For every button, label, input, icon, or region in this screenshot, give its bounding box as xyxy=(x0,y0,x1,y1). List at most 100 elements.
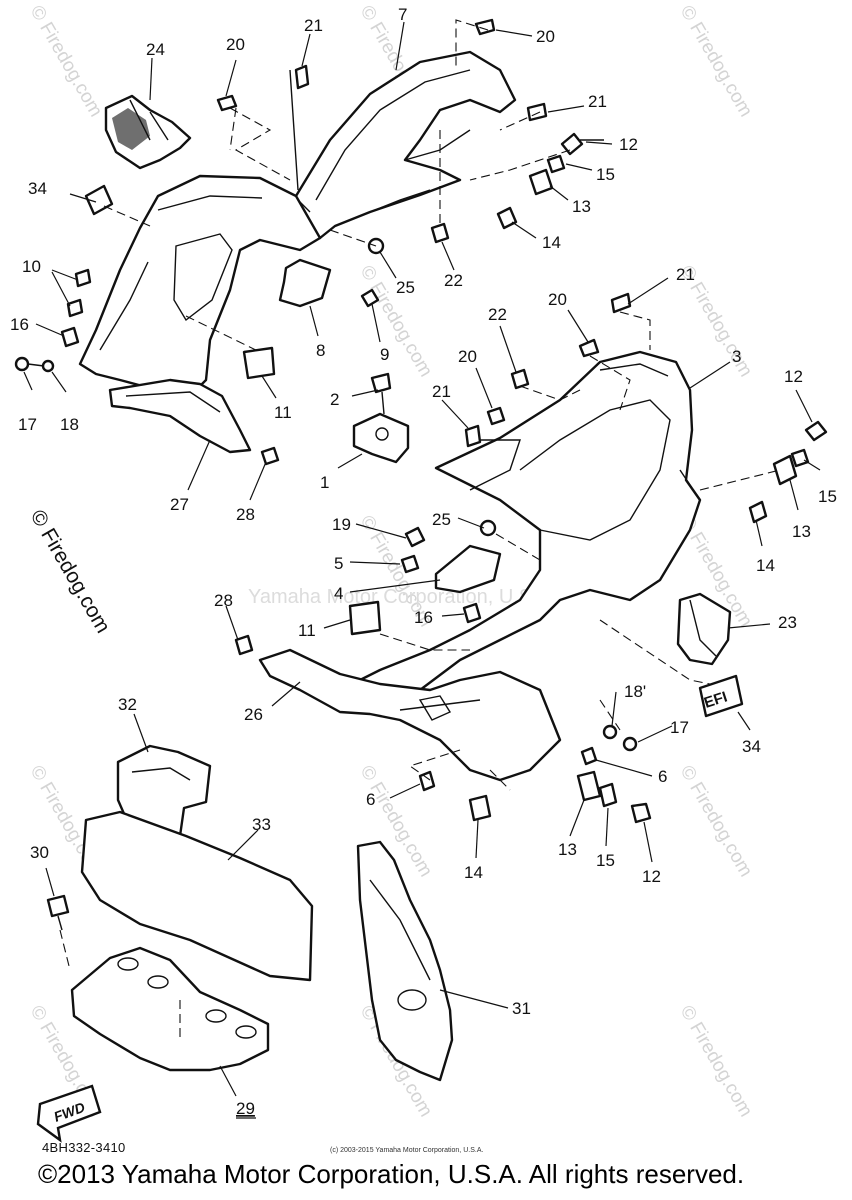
callout-5: 5 xyxy=(334,554,343,573)
grommet-20 xyxy=(486,406,506,426)
callout-15: 15 xyxy=(818,487,837,506)
washer-18 xyxy=(602,724,618,740)
callout-21: 21 xyxy=(304,16,323,35)
callout-10: 10 xyxy=(22,257,41,276)
callout-28: 28 xyxy=(236,505,255,524)
part-29-plate xyxy=(70,946,270,1072)
callout-2: 2 xyxy=(330,390,339,409)
nut-10 xyxy=(66,298,84,318)
watermark-firedog: © Firedog.com xyxy=(26,2,107,121)
callout-9: 9 xyxy=(380,345,389,364)
leader-lines xyxy=(23,21,821,1097)
callout-16: 16 xyxy=(414,608,433,627)
callout-13: 13 xyxy=(572,197,591,216)
callout-12: 12 xyxy=(642,867,661,886)
callout-29: 29 xyxy=(236,1099,255,1118)
callout-31: 31 xyxy=(512,999,531,1018)
callout-16: 16 xyxy=(10,315,29,334)
callout-22: 22 xyxy=(444,271,463,290)
screw-30 xyxy=(46,894,70,918)
part-1-bracket xyxy=(352,412,410,464)
nut-22 xyxy=(430,222,450,244)
callout-34: 34 xyxy=(742,737,761,756)
callout-17: 17 xyxy=(18,415,37,434)
watermark-firedog: © Firedog.com xyxy=(676,2,757,121)
watermark-firedog: © Firedog.com xyxy=(676,762,757,881)
callout-13: 13 xyxy=(792,522,811,541)
damper-13 xyxy=(772,454,798,486)
callout-24: 24 xyxy=(146,40,165,59)
callout-22: 22 xyxy=(488,305,507,324)
screw-12 xyxy=(560,132,584,156)
callout-1: 1 xyxy=(320,473,329,492)
part-4-bracket xyxy=(434,544,502,594)
left-side-cowl xyxy=(78,174,322,398)
diagram-code: 4BH332-3410 xyxy=(42,1140,126,1155)
callout-25: 25 xyxy=(396,278,415,297)
collar-15 xyxy=(598,782,618,808)
part-11-tag xyxy=(242,346,276,380)
callout-20: 20 xyxy=(458,347,477,366)
part-27-bracket xyxy=(108,378,252,454)
callout-34: 34 xyxy=(28,179,47,198)
damper-13 xyxy=(528,168,554,196)
callout-30: 30 xyxy=(30,843,49,862)
nut-16 xyxy=(462,602,482,624)
sleeve-14 xyxy=(748,500,768,524)
grommet-20 xyxy=(578,338,600,358)
callout-13: 13 xyxy=(558,840,577,859)
callout-11: 11 xyxy=(274,403,292,422)
sleeve-14 xyxy=(496,206,518,230)
callout-14: 14 xyxy=(756,556,775,575)
callout-7: 7 xyxy=(398,5,407,24)
callout-15: 15 xyxy=(596,851,615,870)
fwd-arrow-icon: FWD xyxy=(36,1084,102,1143)
callout-11: 11 xyxy=(298,621,316,640)
part-33-inner-panel xyxy=(80,810,314,982)
screw-12 xyxy=(630,802,652,824)
callout-32: 32 xyxy=(118,695,137,714)
callout-21: 21 xyxy=(432,382,451,401)
screw-19 xyxy=(404,526,426,548)
callout-15: 15 xyxy=(596,165,615,184)
part-24-duct xyxy=(104,94,192,170)
screw-9 xyxy=(360,288,380,308)
callout-3: 3 xyxy=(732,347,741,366)
fasteners xyxy=(14,18,828,931)
callout-20: 20 xyxy=(536,27,555,46)
part-31-side-bracket xyxy=(356,840,454,1082)
screw-17 xyxy=(14,356,30,372)
efi-text: EFI xyxy=(702,688,729,711)
callout-18: 18 xyxy=(60,415,79,434)
grommet-20 xyxy=(474,18,496,36)
damper-13 xyxy=(576,770,602,802)
screw-28 xyxy=(260,446,280,466)
callout-26: 26 xyxy=(244,705,263,724)
efi-badge: EFI xyxy=(698,674,744,718)
collar-6 xyxy=(418,770,436,792)
callout-27: 27 xyxy=(170,495,189,514)
clip-21 xyxy=(294,64,310,90)
grommet-25 xyxy=(479,519,497,537)
tag-11 xyxy=(348,600,382,636)
callout-28: 28 xyxy=(214,591,233,610)
callout-6: 6 xyxy=(366,790,375,809)
firedog-credit: © Firedog.com xyxy=(26,506,115,637)
callout-4: 4 xyxy=(334,584,343,603)
watermark-yamaha: Yamaha Motor Corporation, U.S.A. xyxy=(248,586,557,608)
callout-6: 6 xyxy=(658,767,667,786)
part-3-front-cowling xyxy=(338,350,702,712)
callout-14: 14 xyxy=(542,233,561,252)
screw-28 xyxy=(234,634,254,656)
copyright-notice: ©2013 Yamaha Motor Corporation, U.S.A. A… xyxy=(38,1159,745,1189)
collar-6 xyxy=(580,746,598,766)
callout-numbers: 24 20 21 7 20 21 12 15 13 14 34 22 25 10… xyxy=(10,5,837,1119)
nut-10 xyxy=(74,268,92,288)
part-7-upper-cowling xyxy=(289,50,517,240)
callout-23: 23 xyxy=(778,613,797,632)
nut-16 xyxy=(60,326,80,348)
callout-19: 19 xyxy=(332,515,351,534)
callout-8: 8 xyxy=(316,341,325,360)
grommet-20 xyxy=(216,94,238,112)
